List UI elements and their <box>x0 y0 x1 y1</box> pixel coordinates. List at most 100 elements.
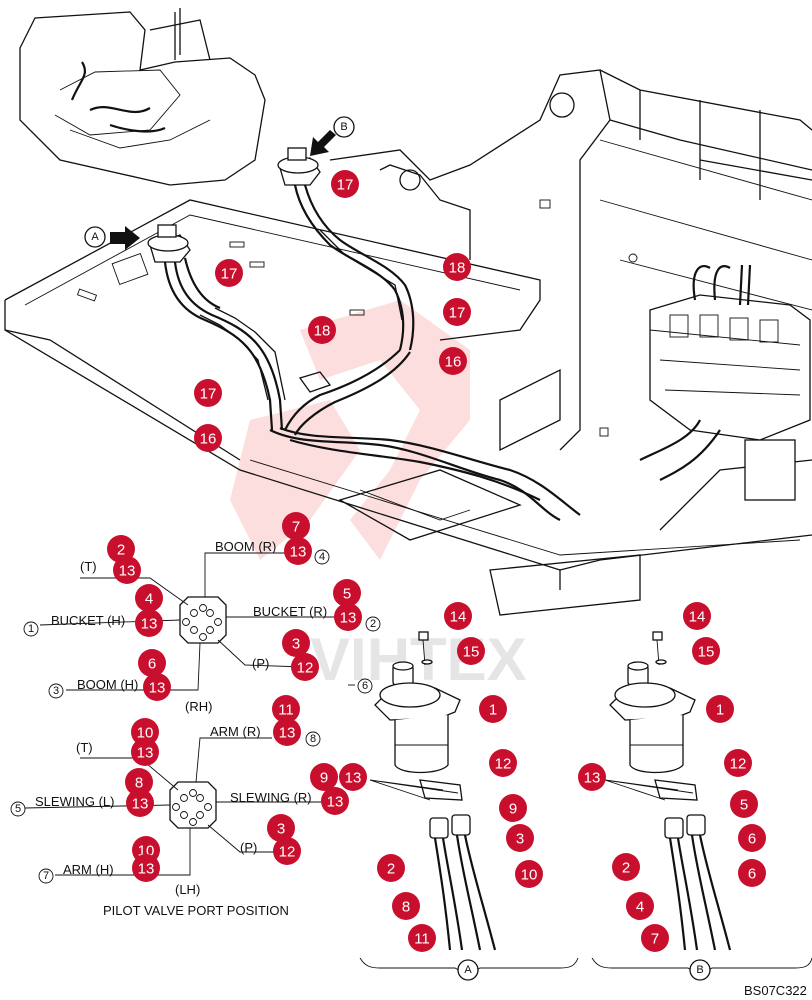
callout-circle <box>499 794 527 822</box>
callout-number: 10 <box>521 867 538 884</box>
rh-port-num-6: 6 <box>362 680 368 692</box>
callout-number: 13 <box>119 563 136 580</box>
callout-circle <box>131 718 159 746</box>
callout-circle <box>273 718 301 746</box>
rh-port-num-4: 4 <box>319 551 325 563</box>
callout-number: 6 <box>748 866 756 883</box>
callout-circle <box>408 924 436 952</box>
callout-circle <box>515 860 543 888</box>
rh-port-num-1: 1 <box>28 623 34 635</box>
detail-a-label: A <box>464 964 472 976</box>
callout-circle <box>683 602 711 630</box>
callout-number: 13 <box>137 745 154 762</box>
callout-number: 2 <box>622 860 630 877</box>
rh-bucket-r-label: BUCKET (R) <box>253 604 327 619</box>
callout-number: 15 <box>698 644 715 661</box>
callout-badge: 16 <box>194 424 222 452</box>
callout-circle <box>334 603 362 631</box>
callout-number: 15 <box>463 644 480 661</box>
cab-inset <box>19 8 266 186</box>
callout-number: 12 <box>297 660 314 677</box>
callout-circle <box>506 824 534 852</box>
lh-p-label: (P) <box>240 840 257 855</box>
callout-number: 13 <box>132 796 149 813</box>
callout-circle <box>443 298 471 326</box>
lh-port-num-7: 7 <box>43 870 49 882</box>
detail-view-a: A <box>359 631 579 981</box>
callout-circle <box>724 749 752 777</box>
callout-badge: 5 <box>730 790 758 818</box>
callout-badge: 9 <box>499 794 527 822</box>
callout-number: 7 <box>292 519 300 536</box>
callout-circle <box>457 637 485 665</box>
callout-number: 6 <box>148 656 156 673</box>
callout-circle <box>392 892 420 920</box>
callout-number: 13 <box>290 544 307 561</box>
callout-circle <box>135 584 163 612</box>
callout-circle <box>113 556 141 584</box>
callout-circle <box>641 924 669 952</box>
callout-badge: 4 <box>135 584 163 612</box>
callout-number: 3 <box>292 636 300 653</box>
callout-badge: 6 <box>138 649 166 677</box>
callout-circle <box>194 424 222 452</box>
callout-number: 3 <box>516 831 524 848</box>
callout-number: 13 <box>584 770 601 787</box>
callout-circle <box>444 602 472 630</box>
callout-circle <box>443 253 471 281</box>
figure-code: BS07C322 <box>744 983 807 998</box>
callout-number: 16 <box>200 431 217 448</box>
callout-number: 17 <box>449 305 466 322</box>
callout-number: 12 <box>730 756 747 773</box>
callout-circle <box>578 763 606 791</box>
callout-circle <box>692 637 720 665</box>
callout-number: 4 <box>636 899 644 916</box>
callout-badge: 13 <box>143 673 171 701</box>
callout-circle <box>377 854 405 882</box>
callout-number: 17 <box>200 386 217 403</box>
callout-number: 13 <box>149 680 166 697</box>
callout-number: 9 <box>320 770 328 787</box>
callout-badge: 12 <box>724 749 752 777</box>
callout-number: 13 <box>340 610 357 627</box>
callout-circle <box>284 537 312 565</box>
callout-badge: 5 <box>333 579 361 607</box>
callout-badge: 13 <box>339 763 367 791</box>
callout-number: 3 <box>277 821 285 838</box>
callout-badge: 13 <box>334 603 362 631</box>
callout-badge: 2 <box>612 853 640 881</box>
callout-badge: 17 <box>443 298 471 326</box>
callout-circle <box>282 629 310 657</box>
callout-number: 17 <box>337 177 354 194</box>
callout-number: 13 <box>138 861 155 878</box>
callout-circle <box>138 649 166 677</box>
callout-badge: 13 <box>578 763 606 791</box>
pilot-valve-b-top <box>277 147 541 501</box>
callout-number: 1 <box>716 702 724 719</box>
callout-number: 11 <box>414 931 430 948</box>
callout-number: 6 <box>748 831 756 848</box>
callout-number: 12 <box>495 756 512 773</box>
lh-port-num-8: 8 <box>310 733 316 745</box>
callout-circle <box>135 609 163 637</box>
callout-badge: 4 <box>626 892 654 920</box>
callout-number: 7 <box>651 931 659 948</box>
rh-boom-h-label: BOOM (H) <box>77 677 138 692</box>
callout-badge: 3 <box>282 629 310 657</box>
callout-circle <box>291 653 319 681</box>
callout-number: 11 <box>278 702 294 719</box>
detail-b-label: B <box>696 964 703 976</box>
callout-badge: 1 <box>706 695 734 723</box>
callout-badge: 13 <box>284 537 312 565</box>
callout-circle <box>612 853 640 881</box>
rh-boom-r-label: BOOM (R) <box>215 539 276 554</box>
callout-badge: 7 <box>641 924 669 952</box>
callout-badge: 12 <box>273 837 301 865</box>
callout-badge: 16 <box>439 347 467 375</box>
callout-badge: 2 <box>377 854 405 882</box>
callout-badge: 15 <box>692 637 720 665</box>
lh-arm-r-label: ARM (R) <box>210 724 261 739</box>
callout-badge: 8 <box>125 768 153 796</box>
callout-circle <box>107 535 135 563</box>
callout-badge: 2 <box>107 535 135 563</box>
